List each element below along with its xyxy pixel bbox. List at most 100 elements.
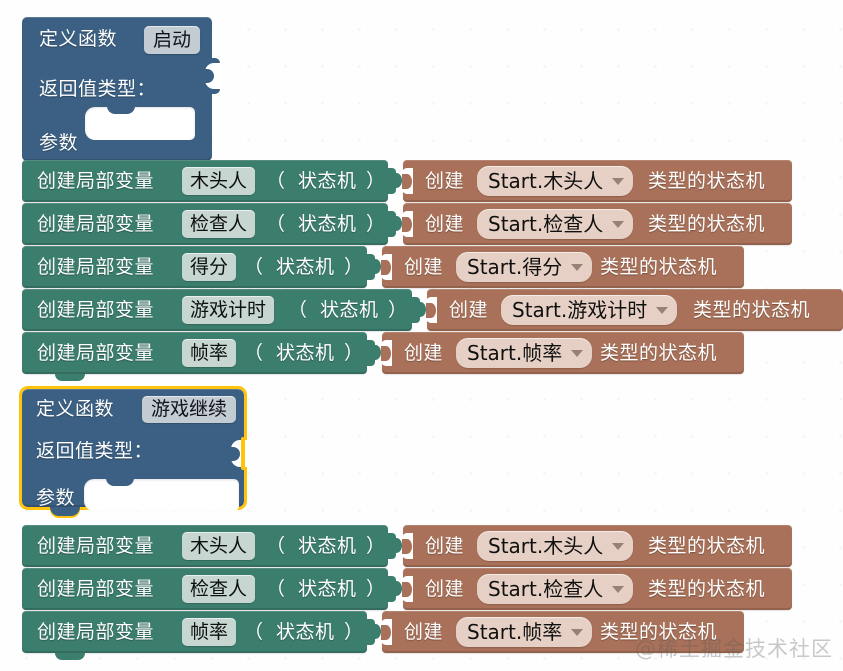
value-label: 创建 xyxy=(425,535,465,557)
type-paren-close: ） xyxy=(366,578,386,600)
type-dropdown-value: Start.检查人 xyxy=(488,212,604,236)
value-plug-socket xyxy=(402,576,413,602)
define-block-label: 定义函数 xyxy=(39,28,118,50)
value-input-plug xyxy=(363,340,381,366)
procedure-name-field[interactable]: 启动 xyxy=(144,26,201,54)
type-paren-close: ） xyxy=(366,213,386,235)
value-suffix: 类型的状态机 xyxy=(648,578,766,600)
variable-name-field[interactable]: 帧率 xyxy=(182,339,237,367)
value-block[interactable]: 创建 Start.帧率 类型的状态机 xyxy=(381,611,744,653)
value-plug-socket xyxy=(402,211,413,237)
type-paren-open: （ xyxy=(288,299,308,321)
type-paren-open: （ xyxy=(266,535,286,557)
value-label: 创建 xyxy=(425,170,465,192)
type-dropdown-value: Start.帧率 xyxy=(467,620,563,644)
type-dropdown-value: Start.帧率 xyxy=(467,341,563,365)
params-label: 参数 xyxy=(39,132,79,154)
type-paren-open: （ xyxy=(244,342,264,364)
statement-stack-bottom-nub xyxy=(55,653,85,660)
type-dropdown[interactable]: Start.游戏计时 xyxy=(501,295,678,325)
type-dropdown[interactable]: Start.木头人 xyxy=(477,166,634,196)
value-block[interactable]: 创建 Start.得分 类型的状态机 xyxy=(381,246,744,288)
type-dropdown-value: Start.游戏计时 xyxy=(512,298,648,322)
variable-name-text: 木头人 xyxy=(190,534,248,557)
variable-name-text: 游戏计时 xyxy=(190,298,267,321)
procedure-name-field[interactable]: 游戏继续 xyxy=(142,396,237,423)
define-block-bottom-nub xyxy=(50,507,80,516)
statement-label: 创建局部变量 xyxy=(37,170,155,192)
define-block-label: 定义函数 xyxy=(36,398,115,420)
value-label: 创建 xyxy=(449,299,489,321)
type-dropdown-value: Start.木头人 xyxy=(488,534,604,558)
chevron-down-icon xyxy=(612,542,625,550)
variable-name-field[interactable]: 帧率 xyxy=(182,618,237,646)
value-block[interactable]: 创建 Start.木头人 类型的状态机 xyxy=(402,160,792,202)
value-input-plug xyxy=(384,211,402,237)
type-paren-open: （ xyxy=(266,578,286,600)
type-paren-open: （ xyxy=(244,621,264,643)
value-input-plug xyxy=(384,576,402,602)
value-plug-socket xyxy=(402,533,413,559)
params-label: 参数 xyxy=(36,487,76,509)
value-label: 创建 xyxy=(404,342,444,364)
variable-name-field[interactable]: 木头人 xyxy=(182,167,256,195)
statement-row[interactable]: 创建局部变量 得分 （ 状态机 ） xyxy=(22,246,381,288)
type-dropdown[interactable]: Start.得分 xyxy=(456,252,593,282)
variable-name-field[interactable]: 游戏计时 xyxy=(182,296,275,324)
statement-row[interactable]: 创建局部变量 检查人 （ 状态机 ） xyxy=(22,203,402,245)
type-paren-close: ） xyxy=(388,299,408,321)
type-dropdown[interactable]: Start.检查人 xyxy=(477,574,634,604)
statement-label: 创建局部变量 xyxy=(37,299,155,321)
statement-label: 创建局部变量 xyxy=(37,621,155,643)
params-slot-bump xyxy=(107,106,135,114)
type-dropdown[interactable]: Start.帧率 xyxy=(456,338,593,368)
statement-row[interactable]: 创建局部变量 木头人 （ 状态机 ） xyxy=(22,160,402,202)
statement-row[interactable]: 创建局部变量 帧率 （ 状态机 ） xyxy=(22,611,381,653)
chevron-down-icon xyxy=(571,628,584,636)
type-label: 状态机 xyxy=(298,535,357,557)
statement-row[interactable]: 创建局部变量 检查人 （ 状态机 ） xyxy=(22,568,402,610)
params-mutator-slot[interactable] xyxy=(84,478,239,511)
variable-name-field[interactable]: 检查人 xyxy=(182,210,256,238)
value-block[interactable]: 创建 Start.木头人 类型的状态机 xyxy=(402,525,792,567)
params-mutator-slot[interactable] xyxy=(85,106,195,140)
value-input-plug xyxy=(363,619,381,645)
value-block[interactable]: 创建 Start.检查人 类型的状态机 xyxy=(402,203,792,245)
variable-name-field[interactable]: 木头人 xyxy=(182,532,256,560)
variable-name-field[interactable]: 得分 xyxy=(182,253,237,281)
value-plug-socket xyxy=(381,619,392,645)
value-block[interactable]: 创建 Start.游戏计时 类型的状态机 xyxy=(426,289,843,331)
value-label: 创建 xyxy=(425,213,465,235)
value-input-plug xyxy=(384,168,402,194)
statement-label: 创建局部变量 xyxy=(37,535,155,557)
type-paren-open: （ xyxy=(244,256,264,278)
value-label: 创建 xyxy=(404,621,444,643)
value-block[interactable]: 创建 Start.检查人 类型的状态机 xyxy=(402,568,792,610)
define-block-youxijixu[interactable]: 定义函数 游戏继续 返回值类型： 参数 xyxy=(19,386,247,510)
value-suffix: 类型的状态机 xyxy=(600,256,718,278)
type-dropdown[interactable]: Start.木头人 xyxy=(477,531,634,561)
type-dropdown[interactable]: Start.帧率 xyxy=(456,617,593,647)
type-paren-close: ） xyxy=(344,621,364,643)
statement-row[interactable]: 创建局部变量 帧率 （ 状态机 ） xyxy=(22,332,381,374)
statement-stack-bottom-nub xyxy=(55,374,85,381)
type-label: 状态机 xyxy=(320,299,379,321)
statement-row[interactable]: 创建局部变量 游戏计时 （ 状态机 ） xyxy=(22,289,426,331)
variable-name-field[interactable]: 检查人 xyxy=(182,575,256,603)
return-type-label: 返回值类型： xyxy=(39,78,157,100)
value-plug-socket xyxy=(381,340,392,366)
params-slot-bump xyxy=(106,478,134,486)
type-dropdown[interactable]: Start.检查人 xyxy=(477,209,634,239)
type-label: 状态机 xyxy=(298,170,357,192)
statement-label: 创建局部变量 xyxy=(37,256,155,278)
value-block[interactable]: 创建 Start.帧率 类型的状态机 xyxy=(381,332,744,374)
statement-row[interactable]: 创建局部变量 木头人 （ 状态机 ） xyxy=(22,525,402,567)
type-dropdown-value: Start.木头人 xyxy=(488,169,604,193)
return-type-socket-tab xyxy=(231,447,240,461)
chevron-down-icon xyxy=(612,585,625,593)
chevron-down-icon xyxy=(612,220,625,228)
type-paren-open: （ xyxy=(266,213,286,235)
variable-name-text: 帧率 xyxy=(190,341,229,364)
value-suffix: 类型的状态机 xyxy=(648,213,766,235)
